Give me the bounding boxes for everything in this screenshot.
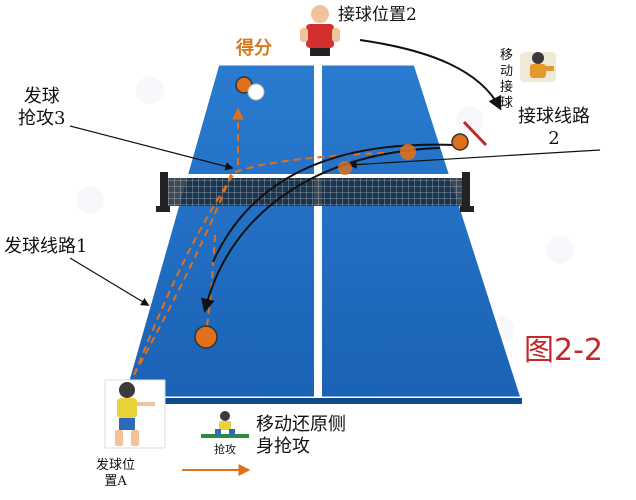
score-label: 得分 xyxy=(236,38,272,59)
moving-player-icon xyxy=(520,52,556,82)
net-post-right xyxy=(462,172,470,210)
serve-route-3-path xyxy=(133,171,233,376)
ball-receive xyxy=(451,133,469,151)
serve-position-a-label: 发球位 置A xyxy=(96,458,136,489)
receive-move-curve xyxy=(359,39,502,111)
pointer-receive-route-2 xyxy=(348,149,601,169)
table-top xyxy=(123,64,522,398)
table-edge xyxy=(123,398,522,404)
move-receive-label: 移 动 接 球 xyxy=(500,48,514,111)
return-route-path xyxy=(234,151,406,173)
serve-attack-3-label: 发球 抢攻3 xyxy=(18,86,66,129)
pointer-serve-attack-3 xyxy=(69,125,234,171)
receive-return-curve-2 xyxy=(200,147,441,313)
figure-label: 图2-2 xyxy=(524,333,603,368)
net-post-left xyxy=(160,172,168,210)
pointer-lines xyxy=(69,125,601,306)
receiver-player-icon xyxy=(300,5,340,56)
ball-bottom xyxy=(194,325,218,349)
pointer-serve-route-1 xyxy=(69,257,150,306)
balls xyxy=(194,76,469,349)
net xyxy=(156,172,474,212)
receive-route-2-label: 接球线路 2 xyxy=(518,106,590,149)
paddle-mark xyxy=(462,120,488,147)
ball-bounce-center xyxy=(338,161,352,175)
center-line xyxy=(314,64,322,398)
server-player-icon xyxy=(104,379,166,449)
table xyxy=(113,62,525,409)
attacking-player-icon xyxy=(201,411,249,438)
ball-score-white xyxy=(247,83,265,101)
receive-position-2-label: 接球位置2 xyxy=(338,5,417,25)
serve-route-1-path xyxy=(133,171,236,376)
ball-bounce-right xyxy=(400,144,416,160)
serve-route-1-label: 发球线路1 xyxy=(4,236,88,257)
attack-badge-label: 抢攻 xyxy=(214,443,236,456)
move-back-attack-label: 移动还原侧 身抢攻 xyxy=(256,414,346,457)
